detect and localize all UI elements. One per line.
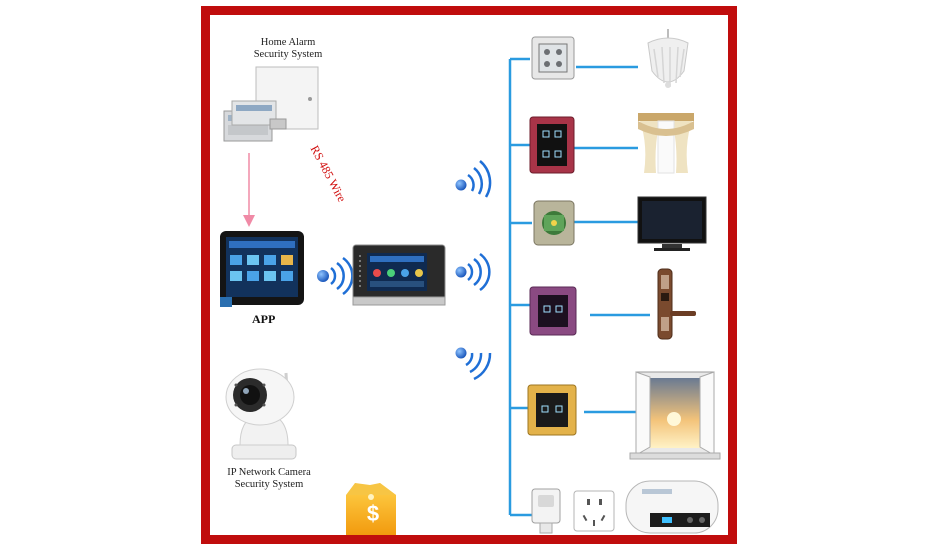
touch-switch-icon bbox=[533, 200, 575, 246]
diagram-graphics bbox=[220, 29, 721, 535]
touch-switch-icon bbox=[527, 384, 577, 436]
wifi-signal-icon bbox=[317, 256, 354, 296]
diagram-canvas: Home Alarm Security System RS 485 Wire A… bbox=[210, 15, 728, 535]
touch-switch-icon bbox=[531, 36, 575, 80]
camera-label: IP Network Camera Security System bbox=[214, 467, 324, 491]
chandelier-icon bbox=[647, 29, 689, 88]
price-tag-icon bbox=[346, 483, 396, 535]
alarm-label: Home Alarm Security System bbox=[238, 37, 338, 61]
socket-icon bbox=[531, 488, 615, 534]
camera-label-line1: IP Network Camera bbox=[227, 467, 311, 478]
app-label: APP bbox=[252, 312, 276, 326]
alarm-label-line2: Security System bbox=[253, 49, 323, 60]
wifi-signal-icon bbox=[455, 160, 492, 198]
curtain-icon bbox=[638, 113, 694, 174]
diagram-frame: Home Alarm Security System RS 485 Wire A… bbox=[201, 6, 737, 544]
wifi-signal-icon bbox=[455, 252, 491, 292]
alarm-label-line1: Home Alarm bbox=[260, 37, 316, 48]
touch-switch-icon bbox=[529, 116, 575, 174]
indoor-monitor-icon bbox=[352, 244, 446, 306]
door-lock-icon bbox=[657, 268, 696, 340]
window-icon bbox=[629, 371, 721, 460]
bus-line bbox=[508, 57, 650, 517]
price-tag-symbol: $ bbox=[366, 501, 380, 526]
water-heater-icon bbox=[625, 480, 719, 534]
wifi-signal-icon bbox=[455, 347, 492, 381]
touch-switch-icon bbox=[529, 286, 577, 336]
camera-icon bbox=[225, 368, 297, 460]
camera-label-line2: Security System bbox=[234, 479, 304, 490]
alarm-to-app-arrow bbox=[243, 153, 255, 227]
tv-icon bbox=[637, 196, 707, 251]
tablet-app-icon bbox=[220, 231, 304, 307]
alarm-panel-icon bbox=[223, 66, 319, 142]
